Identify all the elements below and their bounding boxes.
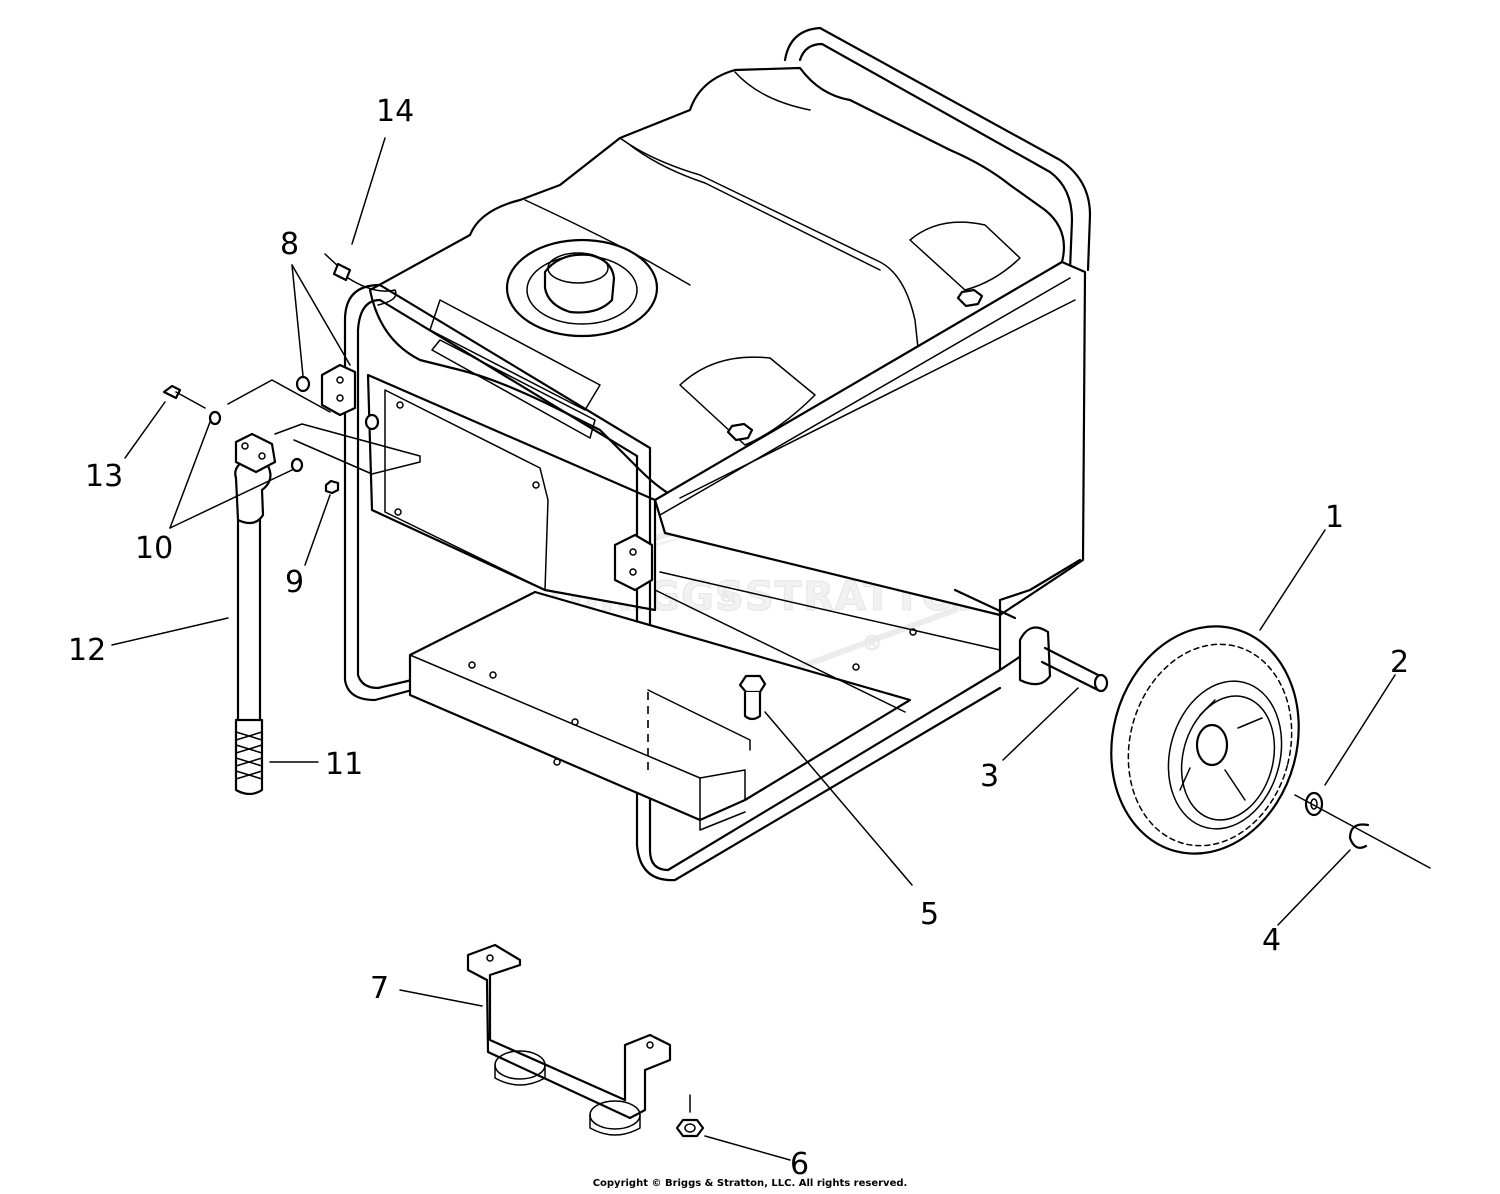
callout-10: 10: [135, 531, 173, 566]
callout-11: 11: [325, 747, 363, 782]
wheel: [1110, 625, 1300, 855]
engine-mount-plates: [320, 363, 654, 592]
base-bolt: [647, 674, 767, 770]
callout-3: 3: [980, 759, 999, 794]
fuel-cap: [505, 238, 659, 338]
foot-nut: [675, 1094, 705, 1138]
callout-7: 7: [370, 971, 389, 1006]
callout-1: 1: [1325, 500, 1344, 535]
callout-labels: 1 2 3 4 5 6 7 8 9 10 11 12 13 14: [68, 94, 1409, 1182]
callout-9: 9: [285, 565, 304, 600]
leader-lines: [111, 137, 1396, 1161]
handle-assembly: [234, 432, 277, 796]
callout-14: 14: [376, 94, 414, 129]
callout-13: 13: [85, 459, 123, 494]
foot-bracket: [466, 943, 672, 1136]
callout-12: 12: [68, 633, 106, 668]
base-cradle: [408, 571, 1001, 831]
frame-rear-handle: [783, 26, 1092, 272]
copyright-notice: Copyright © Briggs & Stratton, LLC. All …: [592, 1178, 908, 1189]
frame-front-tube: [343, 283, 1082, 882]
callout-2: 2: [1390, 645, 1409, 680]
tank-bolts: [726, 288, 984, 442]
axle: [1018, 626, 1109, 693]
callout-4: 4: [1262, 923, 1281, 958]
control-panel: [366, 373, 657, 612]
watermark-registered: ®: [862, 631, 882, 655]
callout-6: 6: [790, 1147, 809, 1182]
wheel-hardware: [1294, 791, 1431, 869]
engine-housing: [653, 260, 1087, 617]
callout-8: 8: [280, 227, 299, 262]
handle-hardware: [162, 253, 421, 495]
callout-5: 5: [920, 897, 939, 932]
